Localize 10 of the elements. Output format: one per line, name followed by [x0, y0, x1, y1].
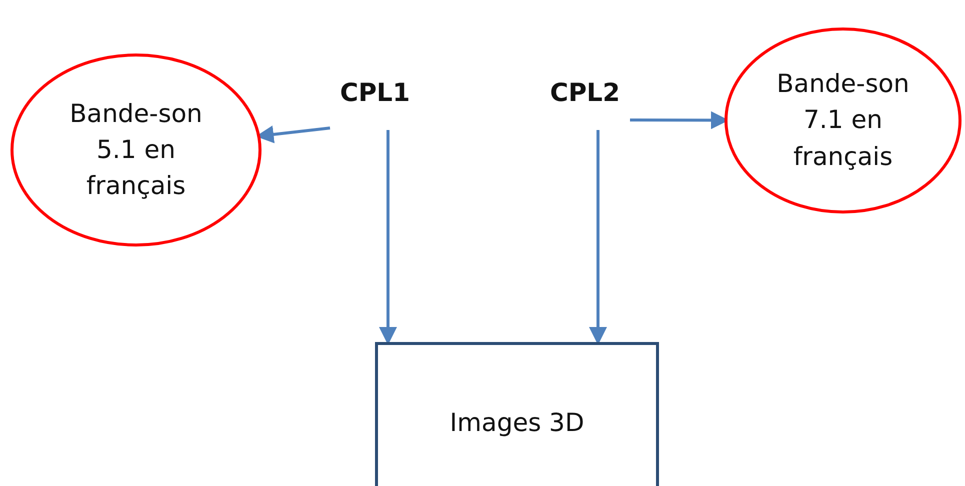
node-text: Bande-son 7.1 en français	[776, 68, 910, 173]
node-text: Bande-son 5.1 en français	[68, 98, 204, 202]
arrow	[589, 130, 607, 345]
arrow	[379, 130, 397, 345]
node-text: Images 3D	[448, 407, 586, 439]
ellipse-node	[10, 53, 262, 247]
cpl-label: CPL1	[339, 77, 411, 109]
ellipse-node	[724, 27, 962, 214]
process-box	[375, 342, 659, 486]
cpl-label: CPL2	[549, 77, 621, 109]
